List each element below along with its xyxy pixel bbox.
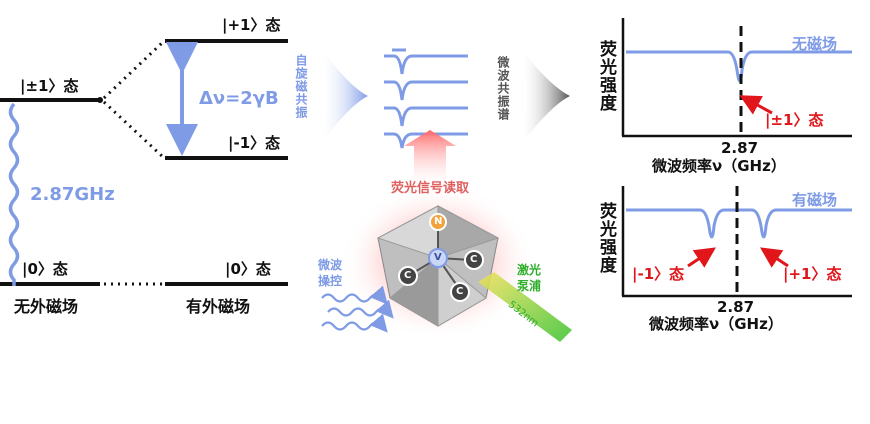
label-plus1-state: |+1〉态 (222, 16, 281, 34)
vacancy-site (428, 248, 448, 268)
top-chart-ylabel: 荧光强度 (596, 40, 616, 112)
top-dip-pointer (739, 95, 773, 115)
bottom-chart-xlabel: 微波频率ν（GHz） (649, 315, 783, 333)
label-minus1-state: |-1〉态 (228, 134, 281, 152)
nitrogen-atom (429, 213, 447, 231)
energy-level-diagram (0, 39, 288, 286)
carbon-atom-2 (464, 250, 484, 270)
label-mw-control: 微波操控 (318, 258, 343, 289)
atom-label-v: V (434, 252, 442, 263)
label-laser-pump: 激光泵浦 (517, 263, 542, 294)
branch-dots-down (102, 100, 165, 159)
top-chart-xlabel: 微波频率ν（GHz） (652, 157, 786, 175)
bottom-dip-pointer-right (760, 247, 789, 268)
label-no-field: 无外磁场 (14, 297, 79, 316)
bottom-dip-pointer-left (687, 247, 716, 268)
label-with-field: 有外磁场 (186, 297, 251, 316)
carbon-atom-1 (398, 266, 418, 286)
resonance-spectrum-lines (384, 48, 468, 149)
top-chart-legend: 无磁场 (792, 35, 838, 53)
bottom-chart-legend: 有磁场 (792, 191, 838, 209)
label-zero-state-left: |0〉态 (22, 260, 68, 278)
top-chart-xtick: 2.87 (721, 139, 759, 157)
bottom-chart-ylabel: 荧光强度 (596, 202, 616, 274)
bottom-chart-dip-label-minus1: |-1〉态 (632, 265, 685, 283)
atom-label-n: N (434, 216, 443, 227)
label-mw-spectrum: 微波共振谱 (496, 56, 510, 121)
label-spin-resonance: 自旋磁共振 (294, 54, 308, 119)
atom-label-c1: C (404, 270, 412, 281)
label-zero-field-gap: 2.87GHz (30, 184, 115, 205)
spectrum-gray-fan (520, 48, 570, 146)
bottom-series-line (626, 208, 852, 239)
label-fluorescence-readout: 荧光信号读取 (391, 181, 470, 196)
label-zero-state-right: |0〉态 (225, 260, 271, 278)
microwave-waves (321, 285, 394, 333)
top-series-line (626, 50, 852, 83)
microwave-transition-wave (8, 102, 20, 286)
odmr-panel-bottom (621, 186, 852, 298)
carbon-atom-3 (450, 282, 470, 302)
bottom-chart-xtick: 2.87 (717, 298, 755, 316)
laser-beam (478, 272, 572, 342)
odmr-panel-top (621, 18, 852, 138)
label-pm1-state: |±1〉态 (20, 77, 79, 95)
spin-resonance-fan (320, 46, 368, 146)
fluorescence-arrow (404, 130, 456, 190)
atom-label-c2: C (470, 254, 478, 265)
nv-crystal (340, 184, 536, 340)
bottom-chart-dip-label-plus1: |+1〉态 (783, 265, 842, 283)
branch-dots-up (102, 40, 165, 100)
atom-label-c3: C (456, 286, 464, 297)
top-chart-dip-label: |±1〉态 (765, 111, 824, 129)
level-branch-node (97, 97, 103, 103)
label-splitting: Δν=2γB (199, 88, 279, 109)
